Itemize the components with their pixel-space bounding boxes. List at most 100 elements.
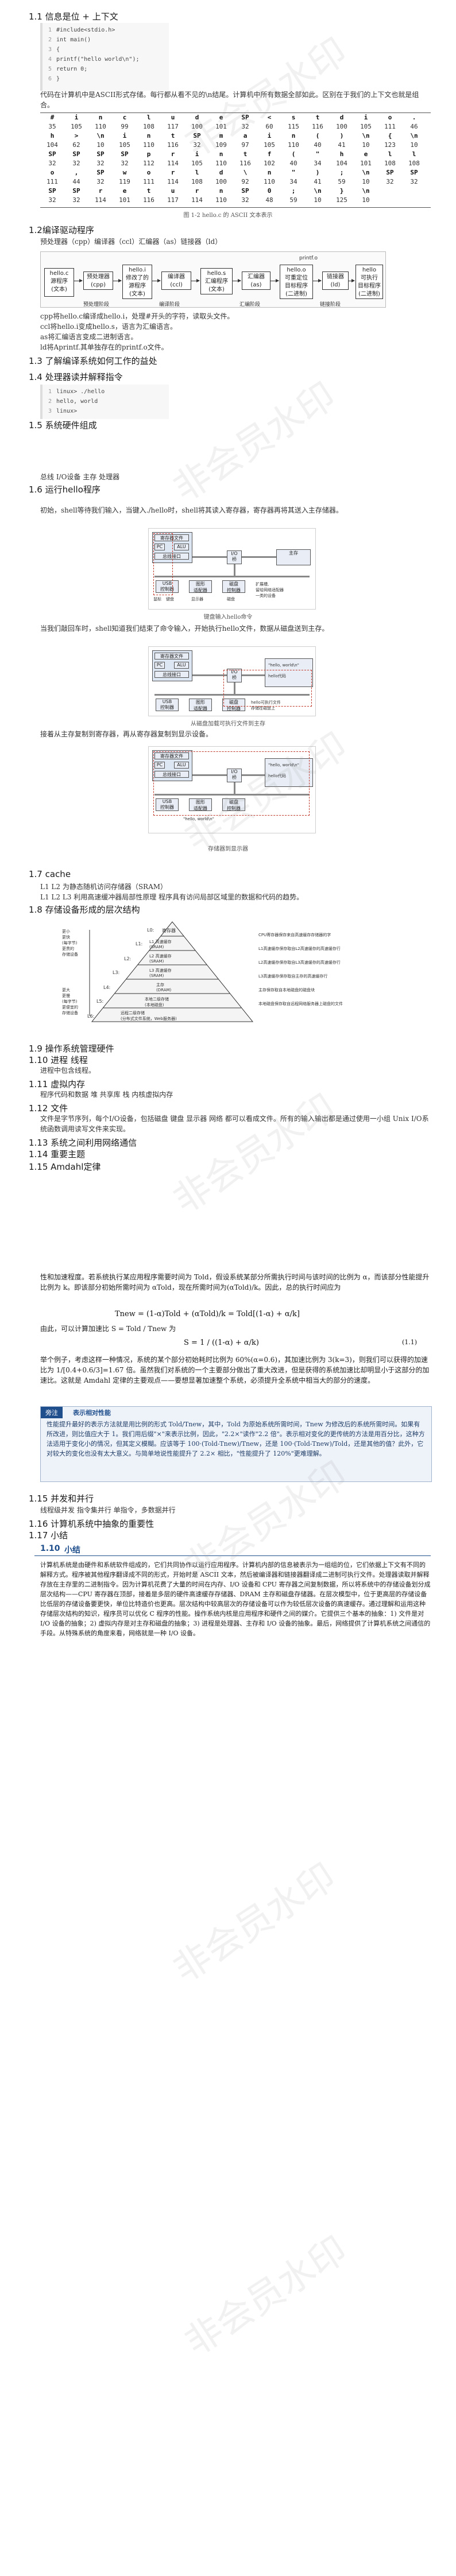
figure-2-caption: 从磁盘加载可执行文件到主存 xyxy=(191,721,265,727)
amdahl-paragraph-3: 举个例子，考虑这样一种情况，系统的某个部分初始耗时比例为 60%(α=0.6)，… xyxy=(40,1356,430,1384)
ascii-cell: ; xyxy=(291,187,296,195)
system-bus xyxy=(192,774,227,776)
ascii-cell: } xyxy=(339,187,344,195)
pyramid-name-5: 本地二级存储 (本地磁盘) xyxy=(145,997,169,1007)
alu-box: ALU xyxy=(174,662,189,669)
ascii-cell: < xyxy=(267,114,272,121)
ascii-cell: 105 xyxy=(71,123,82,130)
bridge-link xyxy=(234,682,235,694)
ascii-cell: 117 xyxy=(167,196,179,204)
cache-line-2: L1 L2 L3 利用高速缓冲器局部性原理 程序具有访问局部区域里的数据和代码的… xyxy=(40,893,304,901)
ascii-cell: # xyxy=(50,114,55,121)
line-number: 4 xyxy=(48,56,52,63)
ascii-cell: 32 xyxy=(121,160,129,167)
graphics-adapter: 图形 适配器 xyxy=(189,699,212,711)
stage-compile: 编译阶段 xyxy=(159,302,180,308)
main-memory xyxy=(265,758,313,787)
ascii-cell: 110 xyxy=(215,160,227,167)
ascii-cell: 115 xyxy=(288,123,299,130)
expansion-slots: 扩展槽, 留给网络适配器 一类的设备 xyxy=(256,582,284,598)
code-text: return 0; xyxy=(56,66,88,72)
ascii-cell: l xyxy=(146,114,151,121)
ascii-cell: 101 xyxy=(360,160,372,167)
code-line: 1#include<stdio.h> xyxy=(48,25,163,35)
ascii-cell: 108 xyxy=(384,160,396,167)
ascii-cell: d xyxy=(339,114,344,121)
hello-code-in-memory: hello代码 xyxy=(268,774,286,778)
code-line: 6} xyxy=(48,74,163,84)
disk-label: 磁盘 xyxy=(227,597,235,602)
pyramid-level-5: L5: xyxy=(96,999,104,1004)
ascii-cell: 110 xyxy=(215,196,227,204)
run-paragraph-3: 接着从主存复制到寄存器，再从寄存器复制到显示设备。 xyxy=(40,730,213,738)
pyramid-desc-5: 本地磁盘保存取自远程网络服务器上磁盘的文件 xyxy=(258,1002,343,1006)
hardware-diagram-1: 寄存器文件 PC ALU 总线接口 I/O 桥 主存 USB 控制器 图形 适配… xyxy=(148,528,316,610)
node-ld: 链接器 (ld) xyxy=(322,271,349,290)
ascii-cell: 48 xyxy=(265,196,273,204)
section-1-3-heading: 1.3 了解编译系统如何工作的益处 xyxy=(29,356,157,366)
ascii-cell: s xyxy=(291,114,296,121)
hardware-diagram-3: 寄存器文件 PC ALU 总线接口 I/O 桥 "hello, world\n"… xyxy=(148,746,316,833)
code-text: #include<stdio.h> xyxy=(56,27,115,33)
pyramid-name-2: L2 高速缓存 (SRAM) xyxy=(149,954,172,964)
ascii-cell: c xyxy=(122,114,127,121)
ascii-cell: 32 xyxy=(48,196,56,204)
ascii-cell: 41 xyxy=(314,178,322,185)
compile-note-2: ccl将hello.i变成hello.s，语言为汇编语言。 xyxy=(40,323,177,331)
memory-hierarchy-pyramid: L0: 寄存器 L1: L1 高速缓存 (SRAM) L2: L2 高速缓存 (… xyxy=(62,918,373,1027)
compile-pipeline-diagram: hello.c 源程序 (文本) 预处理器 (cpp) hello.i 修改了的… xyxy=(40,251,386,308)
ascii-cell: 114 xyxy=(167,178,179,185)
io-bridge: I/O 桥 xyxy=(227,550,242,564)
code-text: printf("hello world\n"); xyxy=(56,56,140,63)
memory-bus xyxy=(242,556,276,558)
ascii-cell: SP xyxy=(410,169,418,176)
run-paragraph-2: 当我们敲回车时，shell知道我们结束了命令输入，开始执行hello文件，数据从… xyxy=(40,624,329,633)
aside-text: 性能提升最好的表示方法就是用比例的形式 Told/Tnew，其中，Told 为原… xyxy=(47,1421,425,1457)
ascii-cell: h xyxy=(339,150,344,158)
ascii-cell: 108 xyxy=(191,178,203,185)
aside-tag: 旁注 xyxy=(41,1407,63,1418)
ascii-cell: 100 xyxy=(191,123,203,130)
ascii-cell: 110 xyxy=(143,141,154,149)
ascii-cell: . xyxy=(412,114,416,121)
io-bridge: I/O 桥 xyxy=(227,769,242,782)
ascii-cell: 32 xyxy=(241,196,249,204)
ascii-cell: \n xyxy=(362,187,370,195)
ascii-cell: " xyxy=(291,169,296,176)
ascii-cell: 104 xyxy=(336,160,347,167)
line-number: 5 xyxy=(48,66,52,72)
run-paragraph-1: 初始，shell等待我们输入，当键入./hello时，shell将其读入寄存器，… xyxy=(40,506,343,514)
ascii-cell: ) xyxy=(339,132,344,139)
ascii-cell: e xyxy=(219,114,223,121)
ascii-cell: 59 xyxy=(338,178,346,185)
hardware-diagram-2: 寄存器文件 PC ALU 总线接口 I/O 桥 "hello, world\n"… xyxy=(148,646,316,716)
ascii-cell: r xyxy=(195,187,199,195)
ascii-cell: 60 xyxy=(265,123,273,130)
compile-note-1: cpp将hello.c编译成hello.i，处理#开头的字符，读取头文件。 xyxy=(40,312,234,320)
section-1-8-heading: 1.8 存储设备形成的层次结构 xyxy=(29,905,140,915)
ascii-cell: 100 xyxy=(336,123,347,130)
pyramid-desc-1: L1高速缓存保存取自L2高速缓存的高速缓存行 xyxy=(258,946,341,951)
equation-number: (1.1) xyxy=(402,1339,418,1346)
ascii-cell: , xyxy=(74,169,79,176)
ascii-cell: 32 xyxy=(241,123,249,130)
ascii-cell: 35 xyxy=(48,123,56,130)
ascii-cell: 44 xyxy=(72,178,80,185)
ascii-cell: 114 xyxy=(191,196,203,204)
node-hello-exe: hello 可执行 目标程序 (二进制) xyxy=(355,265,383,299)
ascii-cell: t xyxy=(315,114,320,121)
ascii-cell: m xyxy=(219,132,223,139)
register-file: 寄存器文件 xyxy=(154,653,189,659)
section-1-2-heading: 1.2编译驱动程序 xyxy=(29,225,94,235)
keyboard-label: 键盘 xyxy=(166,597,174,602)
code-text: { xyxy=(56,46,60,53)
ascii-cell: 125 xyxy=(336,196,347,204)
ascii-cell: w xyxy=(122,169,127,176)
